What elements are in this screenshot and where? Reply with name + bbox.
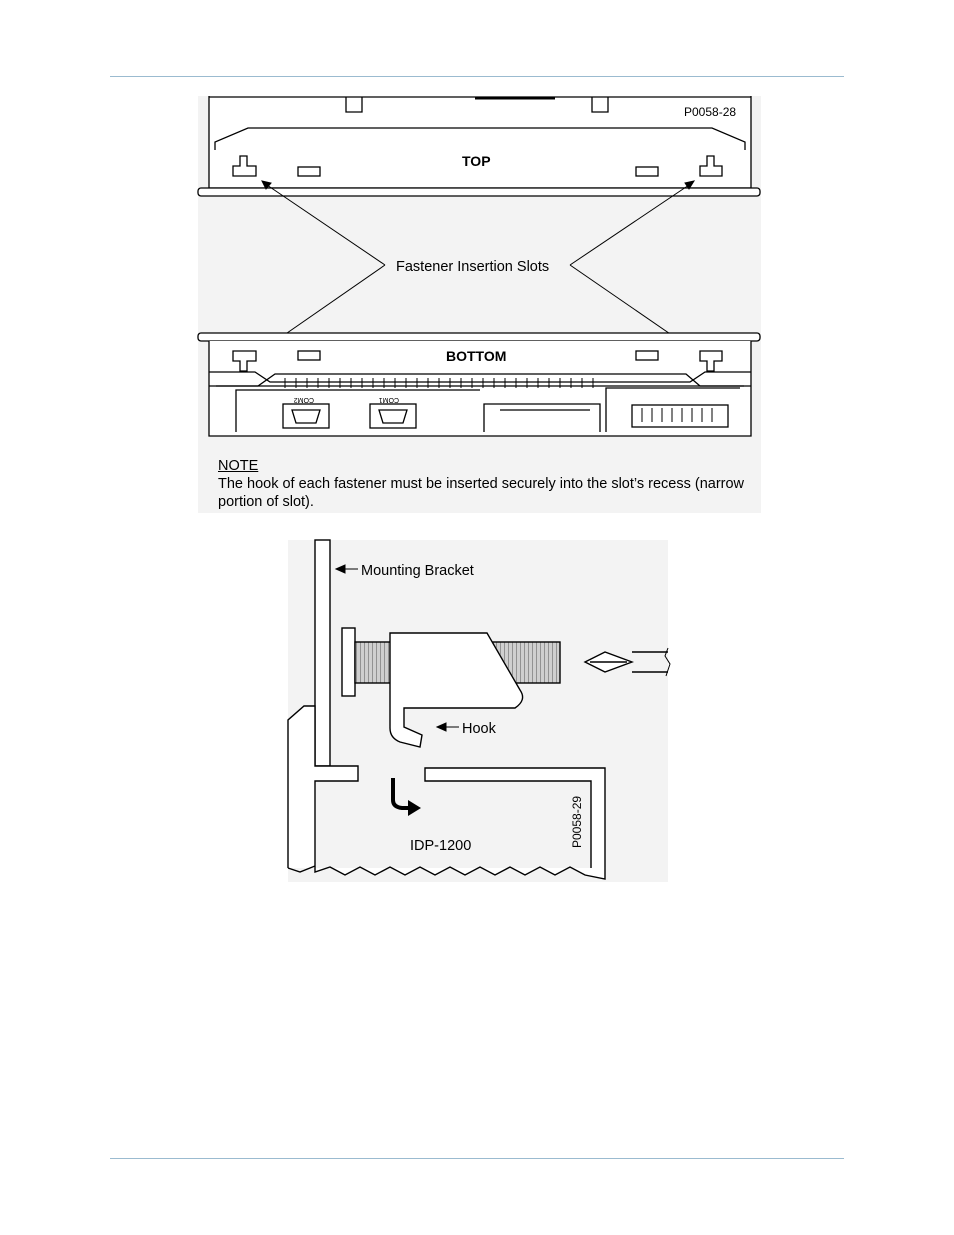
header-rule: [110, 76, 844, 77]
bracket-label: Mounting Bracket: [361, 563, 474, 579]
terminal-block: [631, 404, 729, 428]
note-heading: NOTE: [218, 458, 259, 474]
insert-direction-arrow: [391, 778, 421, 816]
callout-label: Fastener Insertion Slots: [396, 259, 549, 275]
bottom-view: [197, 332, 761, 437]
top-label: TOP: [462, 153, 491, 169]
com1-port: [369, 403, 417, 429]
idp-1200-body: [287, 705, 606, 880]
note-block: NOTE The hook of each fastener must be i…: [218, 457, 758, 511]
top-left-vent: [297, 166, 321, 177]
footer-rule: [110, 1158, 844, 1159]
fastener-clamp: [389, 632, 524, 748]
top-right-vent: [635, 166, 659, 177]
com1-label: COM1: [379, 396, 399, 403]
vent-slits: [284, 378, 713, 422]
com2-label: COM2: [294, 396, 314, 403]
bottom-left-vent: [297, 350, 321, 361]
com2-port: [282, 403, 330, 429]
note-text: The hook of each fastener must be insert…: [218, 476, 745, 510]
bottom-right-vent: [635, 350, 659, 361]
bottom-figure-ref: P0058-29: [570, 796, 584, 848]
bottom-label: BOTTOM: [446, 348, 506, 364]
bottom-right-slot: [699, 350, 723, 372]
screw-head: [341, 627, 356, 697]
hook-label: Hook: [462, 721, 497, 737]
side-view: [287, 539, 671, 880]
top-right-slot: [699, 155, 723, 177]
bottom-figure-background: [288, 540, 668, 882]
top-view: [197, 96, 761, 197]
side-callouts: [334, 564, 459, 732]
device-label: IDP-1200: [410, 838, 471, 854]
top-left-slot: [232, 155, 257, 177]
mounting-bracket: [314, 539, 331, 767]
bottom-left-slot: [232, 350, 257, 372]
top-figure-ref: P0058-28: [684, 105, 736, 119]
